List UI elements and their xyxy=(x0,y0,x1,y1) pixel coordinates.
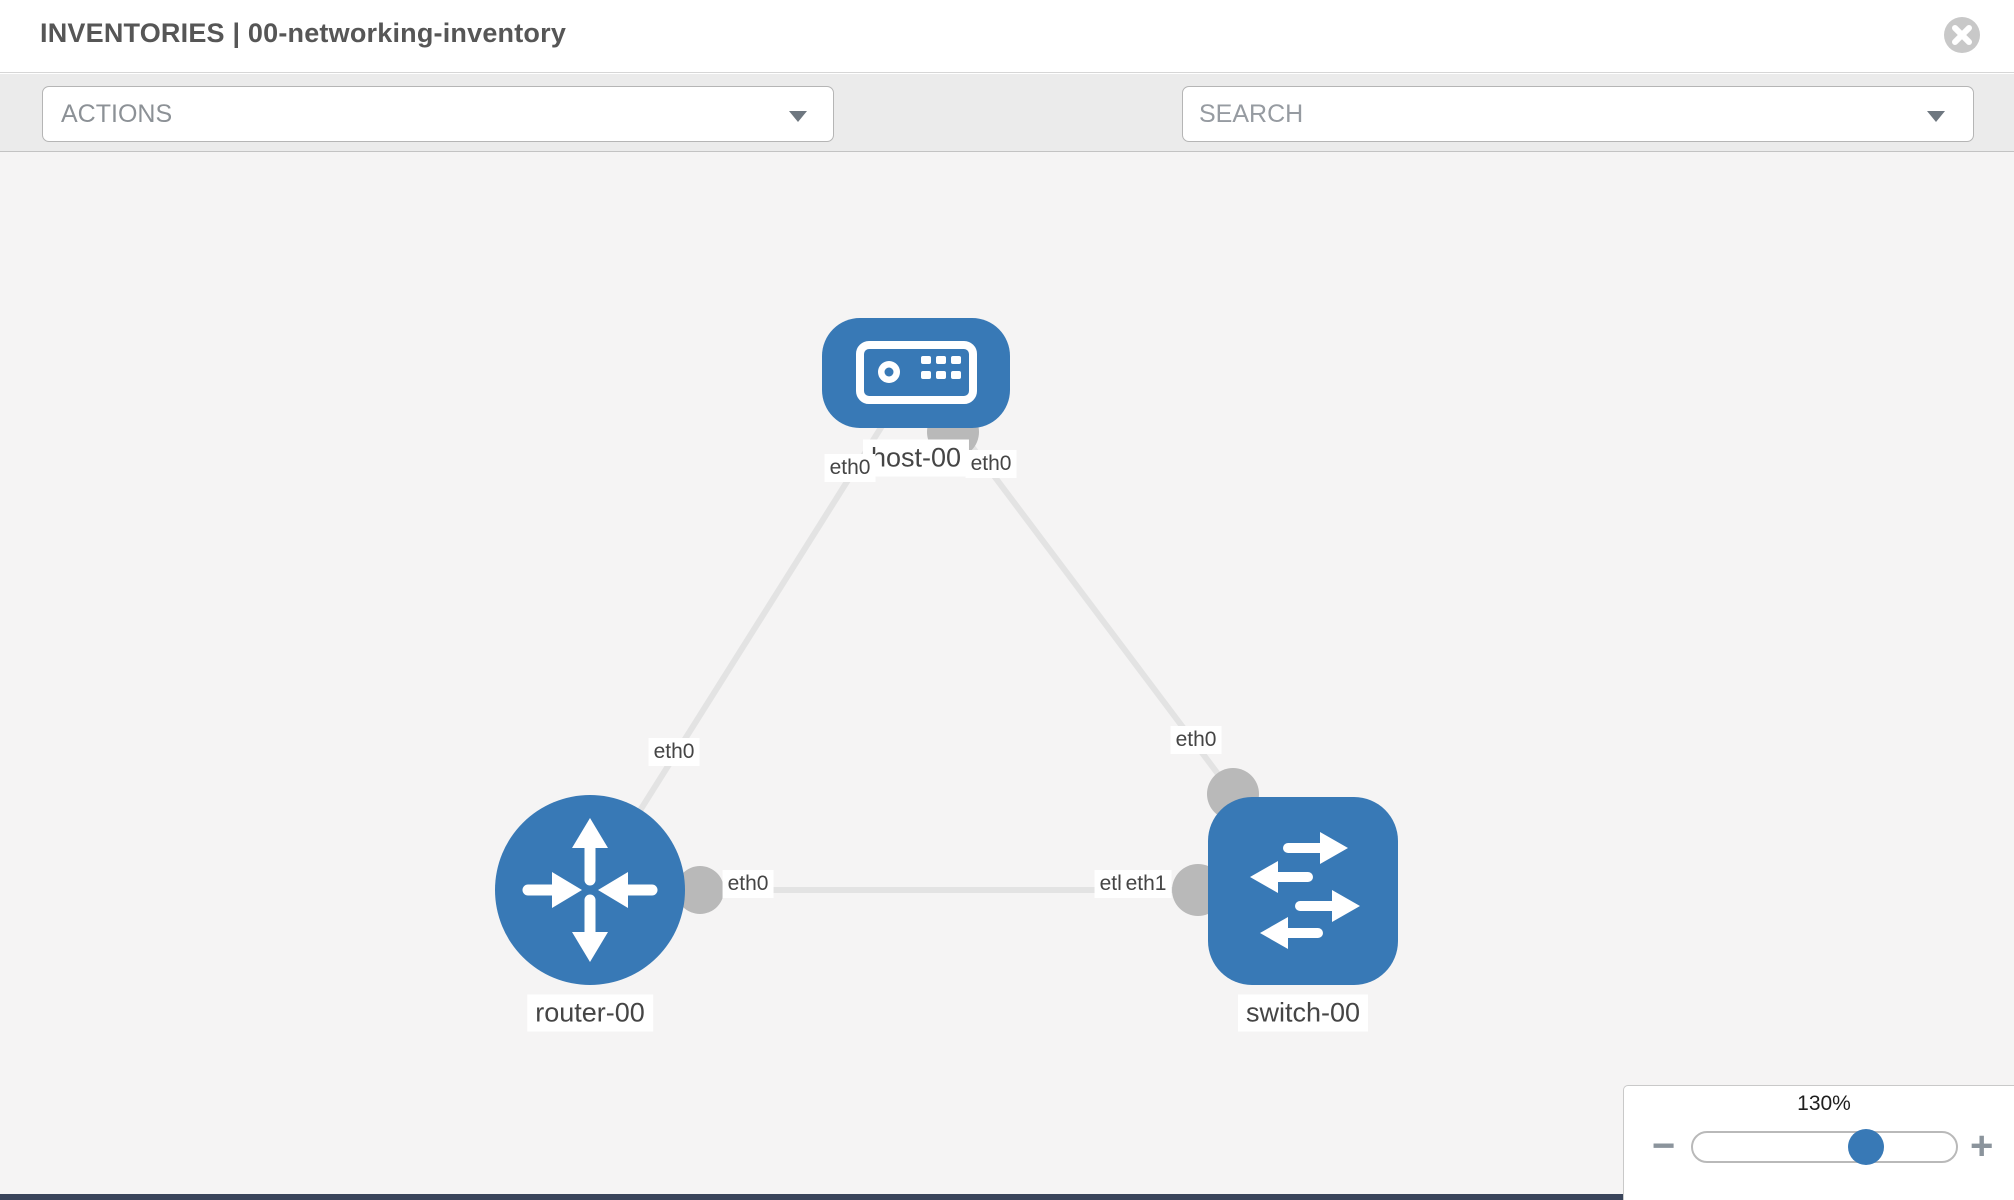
zoom-slider-handle[interactable] xyxy=(1848,1129,1884,1165)
zoom-in-button[interactable]: + xyxy=(1970,1124,1994,1168)
actions-dropdown-label: ACTIONS xyxy=(61,100,173,128)
search-input[interactable] xyxy=(1197,91,1897,137)
node-host-00[interactable] xyxy=(822,318,1010,428)
search-dropdown xyxy=(1182,86,1974,142)
node-switch-00[interactable] xyxy=(1208,797,1398,985)
switch-icon xyxy=(1250,832,1360,949)
page-title: INVENTORIES | 00-networking-inventory xyxy=(40,18,567,48)
window-header: INVENTORIES | 00-networking-inventory xyxy=(0,0,2014,73)
bottom-edge-bar xyxy=(0,1194,2014,1200)
chevron-down-icon xyxy=(1927,111,1945,122)
zoom-out-button[interactable]: − xyxy=(1652,1124,1676,1168)
chevron-down-icon xyxy=(789,111,807,122)
topology-graph xyxy=(495,318,1398,985)
topology-canvas[interactable]: host-00 router-00 switch-00 eth0 eth0 et… xyxy=(0,152,2014,1200)
zoom-control-panel: 130% − + xyxy=(1623,1085,2014,1200)
host-icon xyxy=(856,341,977,404)
node-router-00[interactable] xyxy=(495,795,685,985)
iface-label: eth0 xyxy=(824,454,876,482)
node-label-host: host-00 xyxy=(862,439,970,477)
actions-dropdown[interactable]: ACTIONS xyxy=(42,86,834,142)
connector-router-eth0[interactable] xyxy=(676,866,724,914)
iface-label: eth0 xyxy=(722,870,774,898)
toolbar: ACTIONS xyxy=(0,74,2014,205)
close-button[interactable] xyxy=(1942,15,1982,55)
iface-label: eth0 xyxy=(965,450,1017,478)
iface-label: eth1 xyxy=(1120,870,1172,898)
node-label-switch: switch-00 xyxy=(1237,994,1369,1032)
zoom-slider[interactable] xyxy=(1691,1129,1958,1165)
iface-label: eth0 xyxy=(1170,726,1222,754)
zoom-level-value: 130% xyxy=(1797,1092,1851,1115)
iface-label: eth0 xyxy=(648,738,700,766)
close-icon xyxy=(1944,17,1980,53)
node-label-router: router-00 xyxy=(527,994,653,1032)
router-icon xyxy=(522,818,658,962)
interface-connectors xyxy=(676,406,1259,916)
